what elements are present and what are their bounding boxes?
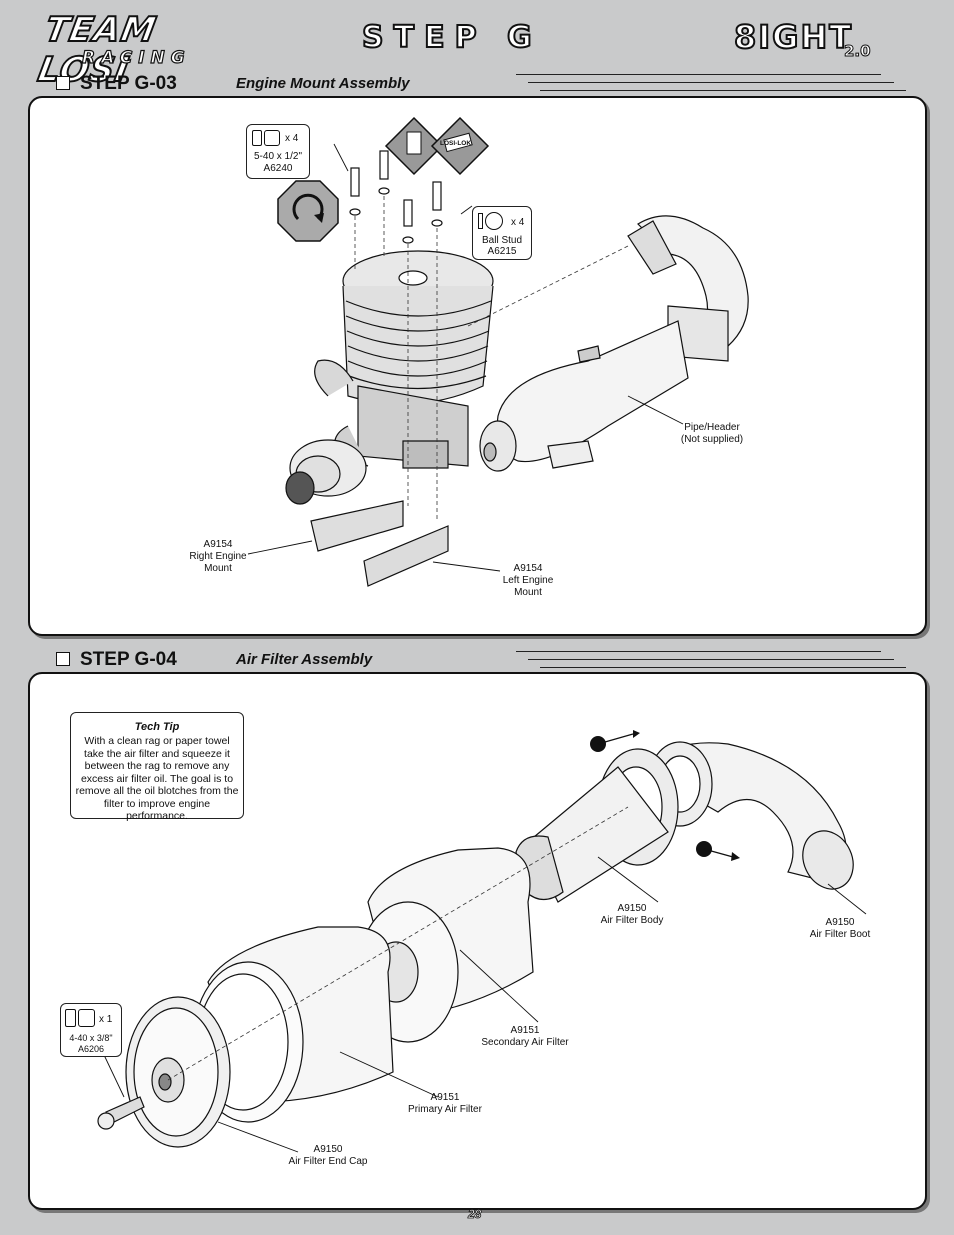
ball-stud-name: Ball Stud	[481, 235, 523, 246]
rule	[540, 90, 906, 91]
8ight-logo: 8IGHT 2.0	[733, 17, 894, 68]
secondary-filter-label: A9151 Secondary Air Filter	[470, 1025, 580, 1049]
screw-qty: x 4	[285, 133, 299, 144]
primary-filter-label: A9151 Primary Air Filter	[400, 1092, 490, 1116]
label-line: (Not supplied)	[680, 434, 744, 445]
page-number: 28	[468, 1207, 482, 1222]
pipe-label: Pipe/Header (Not supplied)	[672, 422, 752, 446]
left-mount-label: A9154 Left Engine Mount	[490, 563, 566, 599]
right-mount-label: A9154 Right Engine Mount	[180, 539, 256, 575]
rule	[516, 651, 881, 652]
screw-qty: x 1	[99, 1014, 113, 1025]
step-g03-title: Engine Mount Assembly	[236, 75, 410, 92]
stud-icon	[478, 213, 483, 229]
label-line: Primary Air Filter	[408, 1104, 482, 1115]
label-line: A9154	[203, 539, 233, 550]
rule	[516, 74, 881, 75]
screw-icon	[252, 130, 262, 146]
screw-part: A6240	[263, 163, 293, 174]
label-line: A9151	[430, 1092, 460, 1103]
label-line: Mount	[204, 563, 232, 574]
logo-subtext: RACING	[81, 47, 191, 68]
screw-callout: x 1 4-40 x 3/8" A6206	[60, 1003, 122, 1057]
screw-icon	[65, 1009, 76, 1027]
brand-text: 8IGHT	[733, 17, 854, 57]
step-g04-title: Air Filter Assembly	[236, 651, 373, 668]
label-line: Pipe/Header	[684, 422, 740, 433]
hex-head-icon	[78, 1009, 95, 1027]
ball-stud-qty: x 4	[511, 217, 525, 228]
tech-tip-body: With a clean rag or paper towel take the…	[75, 735, 239, 822]
end-cap-label: A9150 Air Filter End Cap	[280, 1144, 376, 1168]
screw-callout: x 4 5-40 x 1/2" A6240	[246, 124, 310, 179]
screw-size: 5-40 x 1/2"	[253, 151, 303, 162]
rule	[528, 82, 894, 83]
team-losi-logo: TEAM LOSI RACING	[34, 9, 244, 91]
page-title: STEP G	[361, 19, 542, 56]
step-g03-label: STEP G-03	[56, 73, 177, 95]
step-g03-text: STEP G-03	[80, 73, 177, 94]
rule	[540, 667, 906, 668]
step-g04-checkbox[interactable]	[56, 652, 70, 666]
label-line: Mount	[514, 587, 542, 598]
step-g04-label: STEP G-04	[56, 649, 177, 671]
label-line: Air Filter Body	[600, 915, 664, 926]
tech-tip-heading: Tech Tip	[134, 721, 180, 733]
step-g04-text: STEP G-04	[80, 649, 177, 670]
screw-part: A6206	[77, 1044, 105, 1054]
engine-mount-diagram	[247, 116, 749, 587]
screw-size: 4-40 x 3/8"	[69, 1033, 113, 1043]
label-line: Left Engine	[502, 575, 554, 586]
label-line: Air Filter End Cap	[288, 1156, 368, 1167]
air-filter-boot-label: A9150 Air Filter Boot	[800, 917, 880, 941]
ball-stud-callout: x 4 Ball Stud A6215	[472, 206, 532, 260]
air-filter-body-label: A9150 Air Filter Body	[592, 903, 672, 927]
label-line: A9150	[313, 1144, 343, 1155]
hex-head-icon	[264, 130, 280, 146]
brand-version: 2.0	[844, 42, 872, 61]
label-line: A9151	[510, 1025, 540, 1036]
label-line: Secondary Air Filter	[481, 1037, 569, 1048]
step-g03-checkbox[interactable]	[56, 76, 70, 90]
losi-lok-label: LOSI-LOK	[440, 140, 472, 147]
label-line: Air Filter Boot	[809, 929, 871, 940]
label-line: Right Engine	[189, 551, 247, 562]
label-line: A9150	[825, 917, 855, 928]
label-line: A9150	[617, 903, 647, 914]
label-line: A9154	[513, 563, 543, 574]
rule	[528, 659, 894, 660]
ball-stud-part: A6215	[487, 246, 517, 257]
tech-tip-box: Tech Tip With a clean rag or paper towel…	[70, 712, 244, 822]
air-filter-diagram	[85, 730, 867, 1153]
washer-icon	[485, 212, 503, 230]
